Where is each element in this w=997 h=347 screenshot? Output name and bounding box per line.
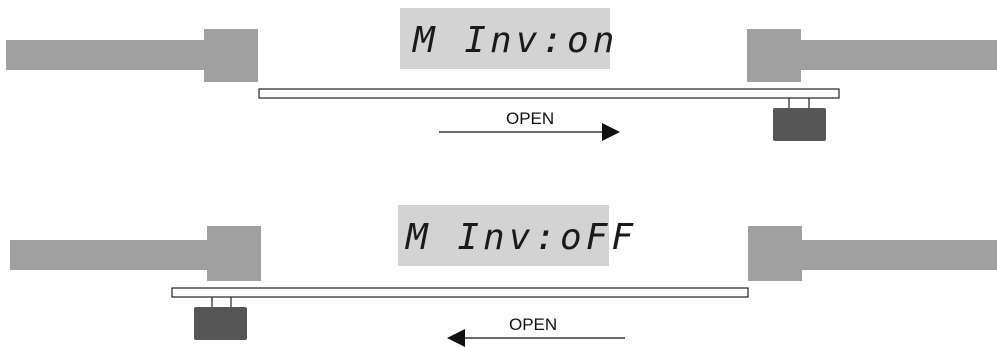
status-display bbox=[400, 8, 610, 69]
right-post-head bbox=[748, 226, 802, 281]
gate-motor bbox=[773, 98, 826, 141]
status-display-text: M Inv:on bbox=[411, 20, 618, 61]
gate-motor bbox=[194, 297, 247, 340]
left-post-arm bbox=[6, 40, 206, 70]
right-post-arm bbox=[800, 240, 997, 270]
arrow-left-icon bbox=[447, 329, 465, 347]
status-display bbox=[398, 205, 609, 266]
open-direction-label: OPEN bbox=[509, 315, 557, 334]
panel-inversion-off: M Inv:oFF OPEN bbox=[10, 205, 997, 347]
gate-rail bbox=[258, 88, 840, 99]
right-post-arm bbox=[799, 40, 997, 70]
status-display-text: M Inv:oFF bbox=[404, 217, 637, 258]
right-post-head bbox=[747, 29, 801, 82]
open-direction-label: OPEN bbox=[506, 109, 554, 128]
open-direction-arrow-right bbox=[439, 123, 620, 141]
left-post-head bbox=[204, 29, 258, 82]
arrow-right-icon bbox=[602, 123, 620, 141]
gate-rail bbox=[171, 287, 749, 298]
left-post-arm bbox=[10, 240, 210, 270]
panel-inversion-on: M Inv:on OPEN bbox=[6, 8, 997, 141]
left-post-head bbox=[207, 226, 261, 281]
open-direction-arrow-left bbox=[447, 329, 625, 347]
